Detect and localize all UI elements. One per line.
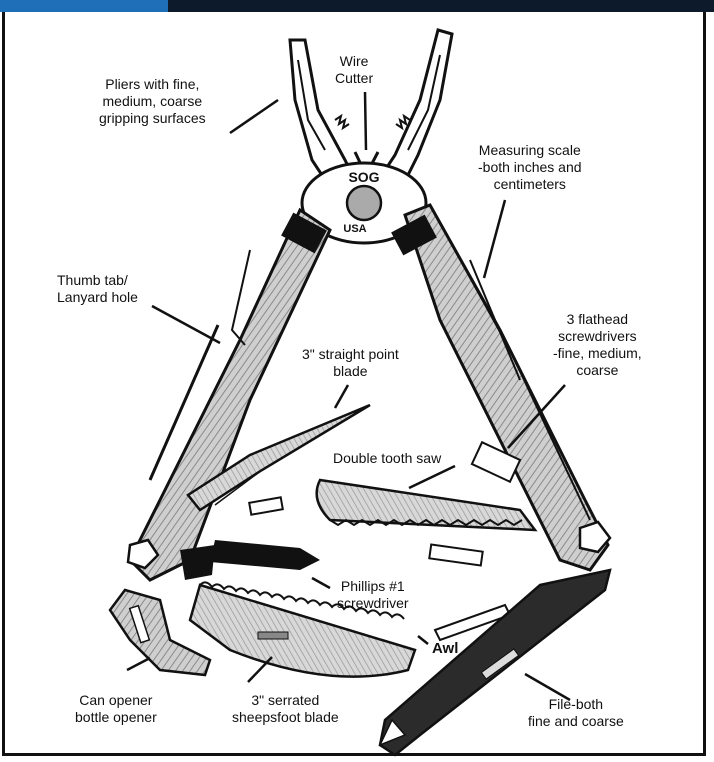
- phillips-driver: [180, 540, 320, 580]
- label-saw: Double tooth saw: [333, 450, 441, 467]
- leader-thumb-tab: [152, 306, 220, 343]
- leader-can-opener: [127, 658, 150, 670]
- label-awl: Awl: [432, 640, 458, 657]
- leader-phillips: [312, 578, 330, 588]
- label-thumb-tab: Thumb tab/Lanyard hole: [57, 272, 138, 306]
- leader-awl: [418, 636, 428, 644]
- country-marking: USA: [343, 223, 366, 235]
- leader-straight-blade: [335, 385, 348, 408]
- leader-wire-cutter: [365, 92, 366, 150]
- leader-saw: [409, 466, 455, 488]
- leader-measuring-scale: [484, 200, 505, 278]
- left-handle: [128, 210, 330, 580]
- saw-blade: [317, 480, 535, 530]
- brand-marking: SOG: [348, 169, 379, 185]
- leader-pliers: [230, 100, 278, 133]
